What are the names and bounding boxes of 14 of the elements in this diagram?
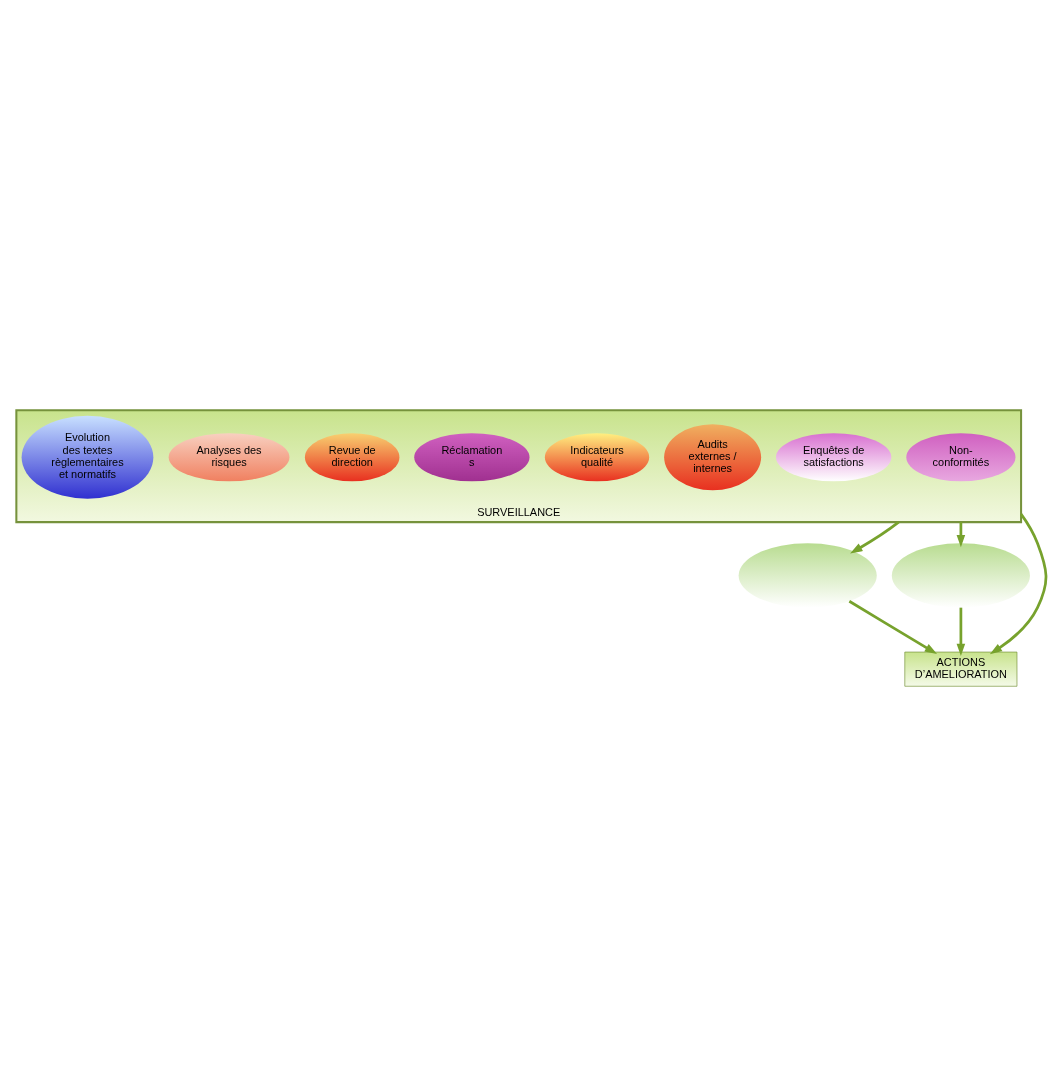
node-ellipse xyxy=(891,542,1030,608)
node-ellipse: Audits externes / internes xyxy=(664,423,762,490)
node-box: ACTIONS D’AMELIORATION xyxy=(904,651,1018,687)
arrow xyxy=(848,599,938,654)
node-ellipse: Analyses des risques xyxy=(168,432,290,481)
arrow xyxy=(989,512,1048,654)
node-ellipse: Réclamation s xyxy=(414,432,530,481)
arrow xyxy=(850,520,900,553)
arrow xyxy=(956,607,966,656)
node-ellipse: Indicateurs qualité xyxy=(544,432,650,481)
node-ellipse: Evolution des textes règlementaires et normatifs xyxy=(21,415,154,499)
node-ellipse: Non- conformités xyxy=(906,432,1016,481)
node-ellipse: Revue de direction xyxy=(304,432,400,481)
node-ellipse: Enquêtes de satisfactions xyxy=(776,432,892,481)
